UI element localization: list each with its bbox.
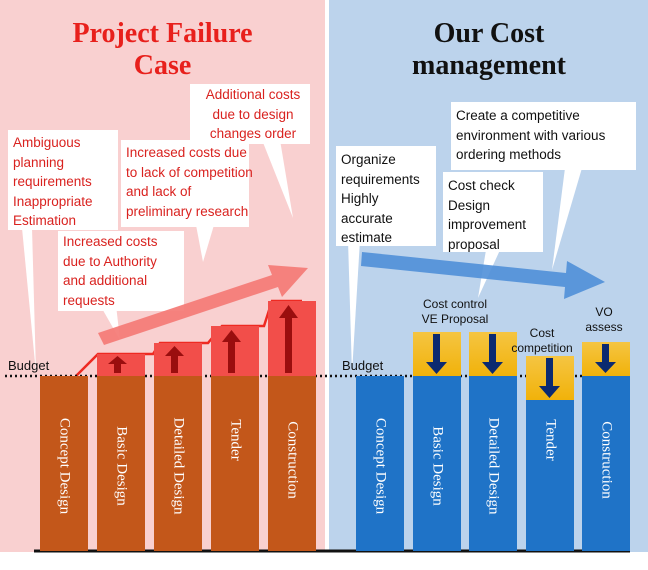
note-design-changes: Additional costs due to design changes o… xyxy=(205,87,301,141)
cost-management-title: Our Cost management xyxy=(412,18,566,81)
phase-label-left-construction: Construction xyxy=(284,421,301,499)
callout-tail-3 xyxy=(196,225,214,262)
callout-box-5 xyxy=(336,146,436,246)
phase-label-left-detailed: Detailed Design xyxy=(170,417,187,515)
callout-tail-5 xyxy=(348,240,360,373)
bar-right-concept xyxy=(356,376,404,551)
callout-tail-7 xyxy=(552,168,582,270)
phase-label-right-concept: Concept Design xyxy=(372,417,389,515)
phase-label-right-detailed: Detailed Design xyxy=(485,417,502,515)
note-competitive-environment: Create a competitive environment with va… xyxy=(456,108,606,162)
phase-label-left-basic: Basic Design xyxy=(113,426,130,506)
controlled-cost-arrow xyxy=(361,252,605,299)
note-cost-check: Cost check Design improvement proposal xyxy=(448,178,527,252)
callout-tail-1 xyxy=(22,228,36,373)
phase-label-right-construction: Construction xyxy=(598,421,615,499)
down-arrow-tender xyxy=(539,358,560,398)
down-arrow-detailed xyxy=(482,334,503,374)
bar-right-construction xyxy=(582,376,630,551)
note-organize-requirements: Organize requirements Highly accurate es… xyxy=(341,152,420,245)
failure-case-title: Project Failure Case xyxy=(72,18,253,81)
callout-box-3 xyxy=(121,140,249,227)
rising-cost-arrow xyxy=(98,265,308,345)
down-arrow-construction xyxy=(595,344,616,373)
bar-left-construction xyxy=(268,376,316,551)
bar-left-concept xyxy=(40,376,88,551)
bar-left-basic xyxy=(97,376,145,551)
up-arrow-construction xyxy=(279,305,298,373)
label-cost-control: Cost control VE Proposal xyxy=(421,297,489,326)
bar-right-detailed xyxy=(469,376,517,551)
budget-label-left: Budget xyxy=(8,358,50,373)
bar-left-detailed xyxy=(154,376,202,551)
callout-box-1 xyxy=(8,130,118,230)
down-arrow-basic xyxy=(426,334,447,374)
up-arrow-basic xyxy=(108,356,127,373)
phase-label-right-tender: Tender xyxy=(542,419,559,461)
label-cost-competition: Cost competition xyxy=(511,326,573,355)
phase-label-left-tender: Tender xyxy=(227,419,244,461)
bar-right-basic xyxy=(413,376,461,551)
bar-right-tender xyxy=(526,400,574,551)
up-arrow-detailed xyxy=(165,346,184,373)
budget-label-right: Budget xyxy=(342,358,384,373)
callout-box-4 xyxy=(190,84,310,144)
callout-box-2 xyxy=(58,231,184,311)
up-arrow-tender xyxy=(222,330,241,373)
phase-label-right-basic: Basic Design xyxy=(429,426,446,506)
callout-tail-4 xyxy=(262,140,293,218)
note-ambiguous-requirements: Ambiguous planning requirements Inapprop… xyxy=(13,135,93,228)
note-lack-of-competition: Increased costs due to lack of competiti… xyxy=(126,145,253,219)
phase-label-left-concept: Concept Design xyxy=(56,417,73,515)
callout-box-6 xyxy=(443,172,543,252)
note-authority-costs: Increased costs due to Authority and add… xyxy=(63,234,158,308)
bar-left-tender xyxy=(211,376,259,551)
callout-box-7 xyxy=(451,102,636,170)
label-vo-assess: VO assess xyxy=(585,305,623,334)
